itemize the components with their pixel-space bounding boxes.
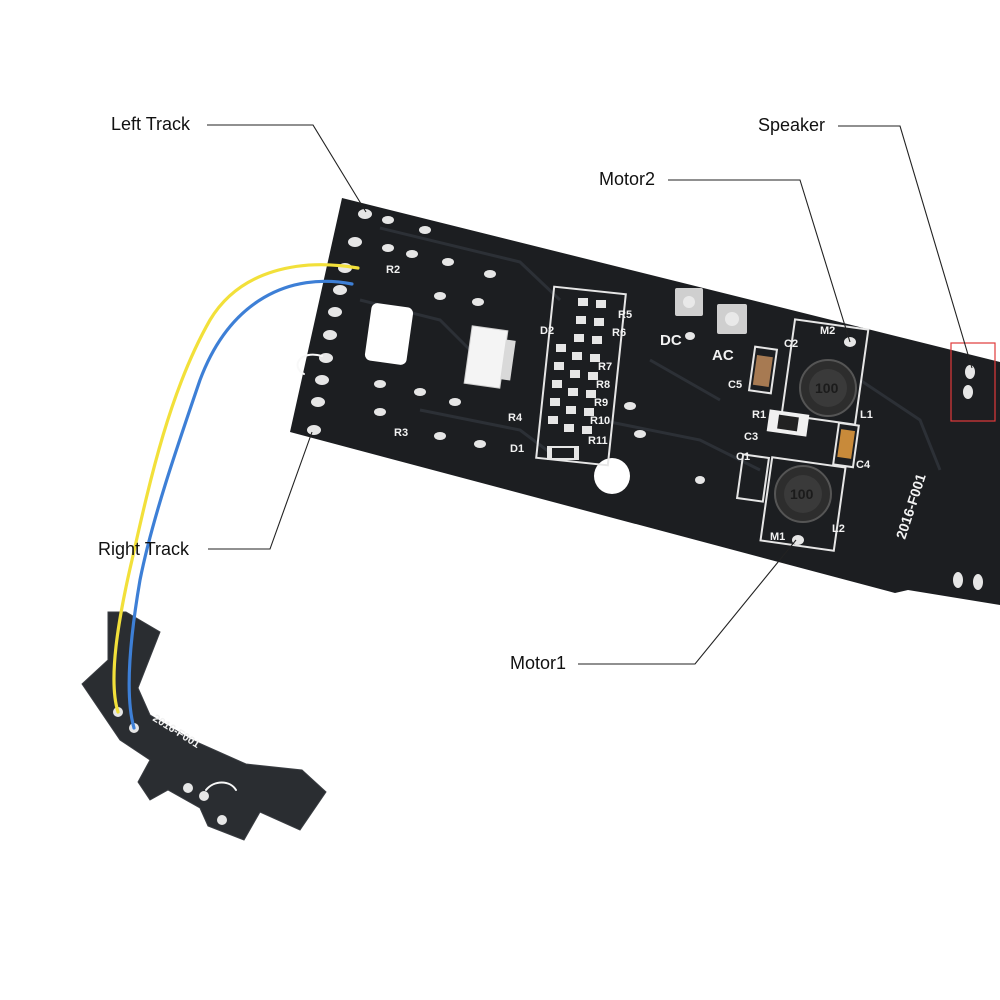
label-r9: R9 xyxy=(594,397,608,409)
label-l1: L1 xyxy=(860,409,873,421)
label-d2: D2 xyxy=(540,325,554,337)
inductor-bottom-value: 100 xyxy=(790,486,814,502)
wires xyxy=(112,263,360,791)
label-ac: AC xyxy=(712,347,734,364)
inductor-top-value: 100 xyxy=(815,380,839,396)
speaker-highlight-box xyxy=(950,342,996,422)
dc-ac-pads xyxy=(675,288,747,334)
label-r2: R2 xyxy=(386,264,400,276)
label-r4: R4 xyxy=(508,412,523,424)
label-m2: M2 xyxy=(820,325,835,337)
callout-labels: Left Track Right Track Speaker Motor2 Mo… xyxy=(98,114,825,673)
label-c4: C4 xyxy=(856,459,871,471)
label-r11: R11 xyxy=(588,435,608,447)
label-c5: C5 xyxy=(728,379,742,391)
label-m1: M1 xyxy=(770,531,785,543)
callout-left-track: Left Track xyxy=(111,114,191,134)
resistor-array xyxy=(535,285,627,467)
label-l2: L2 xyxy=(832,523,845,535)
label-c1: C1 xyxy=(736,451,750,463)
callout-speaker: Speaker xyxy=(758,115,825,135)
label-r5: R5 xyxy=(618,309,632,321)
label-r8: R8 xyxy=(596,379,610,391)
callout-motor2: Motor2 xyxy=(599,169,655,189)
label-r10: R10 xyxy=(590,415,610,427)
callout-right-track: Right Track xyxy=(98,539,190,559)
label-r3: R3 xyxy=(394,427,408,439)
label-c2: C2 xyxy=(784,338,798,350)
label-r6: R6 xyxy=(612,327,626,339)
label-d1: D1 xyxy=(510,443,524,455)
label-c3: C3 xyxy=(744,431,758,443)
callout-motor1: Motor1 xyxy=(510,653,566,673)
power-components xyxy=(735,318,870,552)
ic-marking: E28 xyxy=(780,421,793,428)
connector-header xyxy=(463,325,516,389)
label-dc: DC xyxy=(660,332,682,349)
leader-lines xyxy=(207,124,973,665)
track-board: 2016-F001 xyxy=(81,611,327,841)
label-r1: R1 xyxy=(752,409,766,421)
label-r7: R7 xyxy=(598,361,612,373)
main-pcb-board xyxy=(290,198,1000,605)
